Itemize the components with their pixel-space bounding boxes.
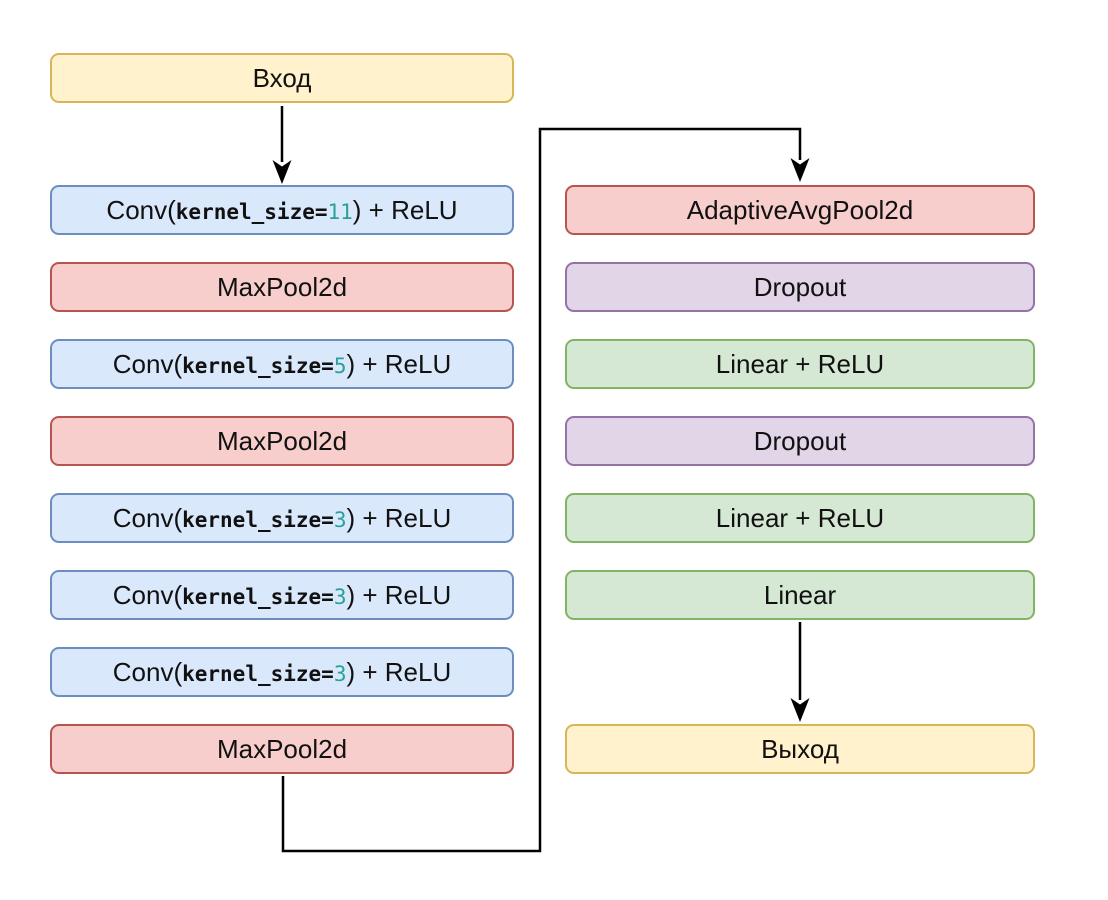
- node-avgpool: AdaptiveAvgPool2d: [565, 185, 1035, 235]
- node-conv5: Conv(kernel_size=3) + ReLU: [50, 647, 514, 697]
- node-conv1-label: Conv(kernel_size=11) + ReLU: [106, 197, 457, 223]
- conv-code-kernel: kernel_size=: [182, 354, 334, 378]
- conv-label-suffix: ) + ReLU: [352, 195, 458, 225]
- conv-label-prefix: Conv(: [112, 503, 183, 533]
- node-fc2-label: Linear + ReLU: [715, 503, 885, 533]
- conv-kernel-value: 3: [333, 662, 347, 686]
- node-maxpool2-label: MaxPool2d: [216, 426, 348, 456]
- conv-code-kernel: kernel_size=: [182, 508, 334, 532]
- node-fc3: Linear: [565, 570, 1035, 620]
- node-conv4: Conv(kernel_size=3) + ReLU: [50, 570, 514, 620]
- node-maxpool1-label: MaxPool2d: [216, 272, 348, 302]
- node-maxpool3-label: MaxPool2d: [216, 734, 348, 764]
- node-conv5-label: Conv(kernel_size=3) + ReLU: [113, 659, 452, 685]
- node-fc1-label: Linear + ReLU: [715, 349, 885, 379]
- node-input: Вход: [50, 53, 514, 103]
- node-avgpool-label: AdaptiveAvgPool2d: [686, 195, 914, 225]
- conv-label-suffix: ) + ReLU: [346, 657, 452, 687]
- conv-label-suffix: ) + ReLU: [346, 503, 452, 533]
- conv-code-kernel: kernel_size=: [182, 585, 334, 609]
- conv-label-suffix: ) + ReLU: [346, 580, 452, 610]
- node-fc2: Linear + ReLU: [565, 493, 1035, 543]
- node-dropout2-label: Dropout: [753, 426, 847, 456]
- arrowhead-down-icon: [790, 158, 810, 182]
- arrowhead-down-icon: [272, 160, 292, 184]
- conv-label-prefix: Conv(: [112, 580, 183, 610]
- node-conv1: Conv(kernel_size=11) + ReLU: [50, 185, 514, 235]
- node-dropout2: Dropout: [565, 416, 1035, 466]
- node-fc3-label: Linear: [763, 580, 837, 610]
- conv-kernel-value: 5: [333, 354, 347, 378]
- node-output-label: Выход: [761, 734, 839, 764]
- conv-code-kernel: kernel_size=: [175, 200, 328, 224]
- conv-kernel-value: 3: [333, 585, 347, 609]
- node-dropout1: Dropout: [565, 262, 1035, 312]
- node-maxpool1: MaxPool2d: [50, 262, 514, 312]
- conv-code-kernel: kernel_size=: [182, 662, 334, 686]
- arrowhead-down-icon: [790, 698, 810, 722]
- arrow-input-to-conv1: [272, 106, 292, 184]
- node-dropout1-label: Dropout: [753, 272, 847, 302]
- conv-label-suffix: ) + ReLU: [346, 349, 452, 379]
- node-conv2-label: Conv(kernel_size=5) + ReLU: [113, 351, 452, 377]
- node-input-label: Вход: [252, 63, 312, 93]
- node-conv4-label: Conv(kernel_size=3) + ReLU: [113, 582, 452, 608]
- node-maxpool3: MaxPool2d: [50, 724, 514, 774]
- arrow-fc3-to-output: [790, 622, 810, 722]
- node-conv3: Conv(kernel_size=3) + ReLU: [50, 493, 514, 543]
- conv-label-prefix: Conv(: [106, 195, 176, 225]
- conv-kernel-value: 3: [333, 508, 347, 532]
- node-conv3-label: Conv(kernel_size=3) + ReLU: [113, 505, 452, 531]
- conv-label-prefix: Conv(: [112, 349, 183, 379]
- node-output: Выход: [565, 724, 1035, 774]
- node-maxpool2: MaxPool2d: [50, 416, 514, 466]
- node-fc1: Linear + ReLU: [565, 339, 1035, 389]
- conv-label-prefix: Conv(: [112, 657, 183, 687]
- conv-kernel-value: 11: [327, 200, 353, 224]
- node-conv2: Conv(kernel_size=5) + ReLU: [50, 339, 514, 389]
